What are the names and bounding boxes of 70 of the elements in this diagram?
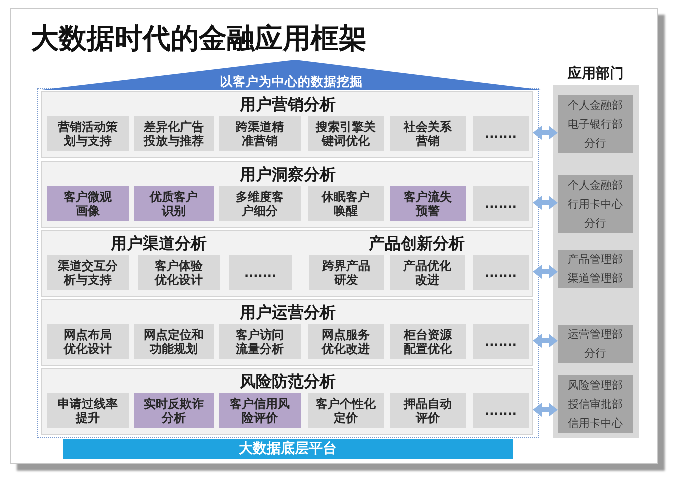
function-tile: 申请过线率提升 [47, 393, 129, 428]
function-tile: 多维度客户细分 [219, 186, 301, 221]
function-tile: 优质客户识别 [134, 186, 214, 221]
function-tile: ....... [229, 255, 292, 290]
function-tile: 网点布局优化设计 [47, 324, 129, 359]
function-tile: 实时反欺诈分析 [134, 393, 214, 428]
department-box [558, 325, 633, 363]
analysis-band [41, 91, 533, 158]
column-heading: 应用部门 [568, 65, 624, 83]
function-tile: 客户流失预警 [390, 186, 466, 221]
department-box [558, 95, 633, 153]
function-tile: 产品优化改进 [390, 255, 465, 290]
function-tile: 客户访问流量分析 [219, 324, 301, 359]
department-box [558, 375, 633, 433]
department-name: 分行 [584, 136, 606, 152]
double-arrow [533, 265, 558, 279]
department-name: 运营管理部 [568, 327, 623, 343]
band-heading: 用户渠道分析 [111, 234, 207, 254]
department-name: 个人金融部 [568, 178, 623, 194]
analysis-band [41, 230, 533, 297]
platform-bar: 大数据底层平台 [63, 439, 513, 459]
function-tile: ....... [473, 186, 529, 221]
function-tile: 渠道交互分析与支持 [47, 255, 129, 290]
function-tile: 跨渠道精准营销 [219, 116, 301, 151]
function-tile: ....... [473, 255, 529, 290]
department-column [553, 64, 639, 438]
department-name: 信用卡中心 [568, 416, 623, 432]
department-name: 产品管理部 [568, 252, 623, 268]
double-arrow [533, 126, 558, 140]
department-name: 个人金融部 [568, 98, 623, 114]
department-name: 风险管理部 [568, 378, 623, 394]
department-name: 授信审批部 [568, 396, 623, 412]
title: 大数据时代的金融应用框架 [31, 23, 367, 55]
function-tile: 社会关系营销 [390, 116, 466, 151]
function-tile: 营销活动策划与支持 [47, 116, 129, 151]
function-tile: 柜台资源配置优化 [390, 324, 466, 359]
function-tile: ....... [473, 324, 529, 359]
analysis-band [41, 299, 533, 366]
function-tile: 押品自动评价 [390, 393, 466, 428]
function-tile: 休眠客户唤醒 [308, 186, 384, 221]
function-tile: 客户体验优化设计 [138, 255, 220, 290]
department-box [558, 175, 633, 233]
double-arrow [533, 334, 558, 348]
function-tile: ....... [473, 393, 529, 428]
band-heading: 用户洞察分析 [240, 165, 336, 185]
department-box [558, 250, 633, 288]
function-tile: 搜索引擎关键词优化 [308, 116, 384, 151]
roof-banner [42, 60, 541, 90]
function-tile: 差异化广告投放与推荐 [134, 116, 214, 151]
band-heading: 产品创新分析 [369, 234, 465, 254]
function-tile: 跨界产品研发 [309, 255, 384, 290]
department-name: 渠道管理部 [568, 271, 623, 287]
band-heading: 用户营销分析 [240, 95, 336, 115]
function-tile: ....... [473, 116, 529, 151]
analysis-band [41, 368, 533, 435]
function-tile: 客户信用风险评价 [219, 393, 301, 428]
department-name: 行用卡中心 [568, 196, 623, 212]
department-name: 分行 [584, 346, 606, 362]
band-heading: 用户运营分析 [240, 303, 336, 323]
function-tile: 网点定位和功能规划 [134, 324, 214, 359]
double-arrow [533, 403, 558, 417]
analysis-band [41, 161, 533, 228]
department-name: 分行 [584, 216, 606, 232]
function-tile: 网点服务优化改进 [308, 324, 384, 359]
band-heading: 风险防范分析 [240, 372, 336, 392]
double-arrow [533, 196, 558, 210]
department-name: 电子银行部 [568, 116, 623, 132]
function-tile: 客户微观画像 [47, 186, 129, 221]
function-tile: 客户个性化定价 [308, 393, 384, 428]
banner-label: 以客户为中心的数据挖掘 [220, 75, 363, 89]
